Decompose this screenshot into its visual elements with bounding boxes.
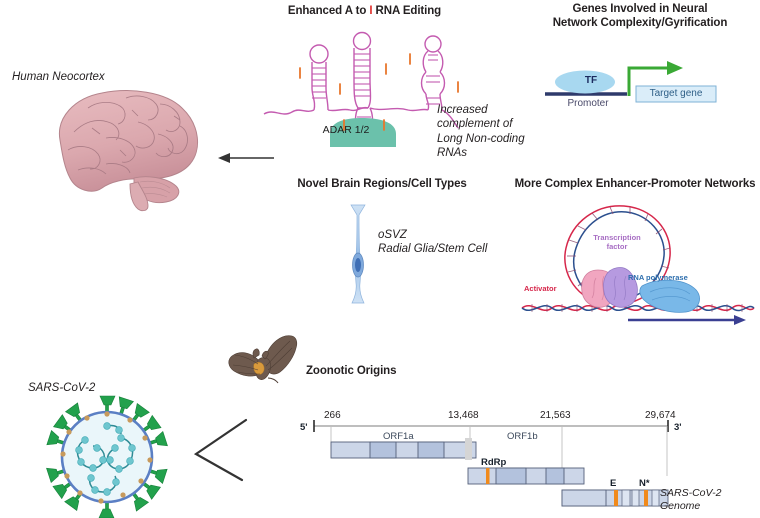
genome-coord-29674: 29,674 (645, 410, 676, 421)
five-prime-label: 5' (300, 422, 308, 433)
orf1b-bar (467, 467, 585, 485)
orf1b-label: ORF1b (507, 431, 538, 442)
orf1a-label: ORF1a (383, 431, 414, 442)
osvz-cell-label: oSVZ Radial Glia/Stem Cell (378, 228, 498, 257)
lncrna-note: Increased complement of Long Non-coding … (437, 103, 533, 161)
transcription-factor-label: Transcription factor (578, 233, 656, 252)
membrane-proteins (60, 411, 153, 504)
tf-ellipse (555, 70, 615, 94)
tf-label: TF (584, 75, 598, 86)
genome-coord-13468: 13,468 (448, 410, 479, 421)
transcription-activation-diagram (543, 58, 718, 110)
genome-caption: SARS-CoV-2 Genome (660, 487, 760, 513)
enhancer-networks-heading: More Complex Enhancer-Promoter Networks (514, 178, 756, 190)
promoter-label: Promoter (567, 98, 609, 109)
gyrification-heading: Genes Involved in Neural Network Complex… (540, 2, 740, 30)
lncrna-note-line-4: RNAs (437, 147, 468, 160)
gyrification-heading-line-1: Genes Involved in Neural (572, 3, 708, 15)
lncrna-note-line-3: Long Non-coding (437, 132, 525, 145)
target-gene-label: Target gene (649, 88, 703, 99)
genome-map: 5' 3' 266 13,468 21,563 29,674 ORF1a ORF… (300, 404, 700, 509)
arrow-to-virus-icon (190, 418, 250, 488)
gyrification-heading-line-2: Network Complexity/Gyrification (552, 17, 728, 30)
lncrna-note-line-2: complement of (437, 118, 513, 131)
arrow-to-brain-icon (218, 150, 276, 166)
brain-illustration (30, 78, 220, 213)
tf-label-line-1: Transcription (593, 233, 641, 242)
osvz-label-line-2: Radial Glia/Stem Cell (378, 243, 488, 256)
zoonotic-origins-heading: Zoonotic Origins (306, 365, 397, 377)
n-gene-label: N* (639, 478, 650, 489)
genome-caption-line-2: Genome (660, 500, 701, 513)
rna-editing-illustration (262, 22, 482, 147)
tf-label-line-2: factor (606, 242, 628, 252)
activation-arrow (627, 66, 671, 96)
orf1a-bar (330, 438, 477, 460)
adar-enzyme-shape (330, 118, 396, 147)
genome-coord-21563: 21,563 (540, 410, 571, 421)
genome-caption-line-1: SARS-CoV-2 (660, 487, 722, 499)
enhancer-promoter-illustration (520, 196, 755, 325)
rna-polymerase-label: RNA polymerase (628, 273, 688, 282)
sars-cov-2-label: SARS-CoV-2 (28, 382, 96, 394)
human-neocortex-label: Human Neocortex (12, 71, 105, 83)
osvz-label-line-1: oSVZ (378, 229, 407, 241)
virion-illustration (35, 395, 180, 518)
three-prime-label: 3' (674, 422, 682, 433)
rna-heading-inosine: I (369, 5, 373, 17)
mediator-protein-blob (603, 267, 638, 308)
rna-heading-pre: Enhanced A to (287, 5, 370, 17)
rna-heading-post: RNA Editing (372, 5, 442, 17)
brain-regions-heading: Novel Brain Regions/Cell Types (297, 178, 467, 190)
genome-coord-266: 266 (324, 410, 341, 421)
rdrp-label: RdRp (481, 457, 507, 468)
adar-enzyme-label: ADAR 1/2 (322, 124, 370, 136)
radial-glia-cell (343, 203, 373, 307)
activator-label: Activator (524, 284, 557, 293)
rna-editing-heading: Enhanced A to I RNA Editing (267, 4, 462, 18)
lncrna-note-line-1: Increased (437, 104, 488, 116)
structural-genes-bar (561, 489, 669, 507)
e-gene-label: E (610, 478, 616, 489)
bat-illustration (224, 334, 309, 390)
target-gene-box (635, 85, 717, 103)
